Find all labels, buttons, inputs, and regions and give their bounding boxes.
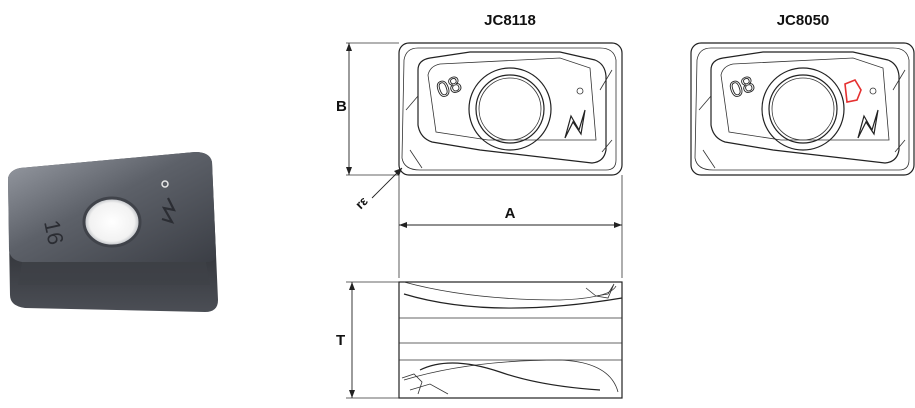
insert-photo-dot [161, 180, 169, 188]
top-view-jc8050: 08 [690, 42, 915, 176]
dimension-t-label: T [336, 332, 345, 349]
top-view-number-2: 08 [726, 71, 758, 103]
dot-icon [576, 87, 584, 95]
insert-photo-number: 16 [39, 218, 69, 247]
insert-photo-hole [82, 196, 142, 248]
dimension-a-label: A [505, 205, 516, 222]
side-view [398, 281, 623, 399]
grade-title-jc8050: JC8050 [777, 12, 830, 29]
highlight-marker-icon [844, 79, 862, 103]
corner-radius-label: rε [352, 193, 371, 212]
insert-photo-side-band [18, 262, 210, 285]
dot-icon [869, 87, 877, 95]
zigzag-logo-icon [857, 109, 879, 139]
zigzag-logo-icon [161, 197, 176, 224]
dimension-b: B [336, 42, 399, 176]
top-view-number: 08 [433, 71, 465, 103]
dimension-t: T [336, 281, 399, 399]
dimension-a: A [398, 175, 623, 278]
grade-title-jc8118: JC8118 [484, 12, 536, 29]
zigzag-logo-icon [564, 109, 586, 139]
top-view-jc8118: 08 [398, 42, 623, 176]
dimension-b-label: B [336, 98, 347, 115]
insert-photo: 16 [8, 152, 218, 312]
